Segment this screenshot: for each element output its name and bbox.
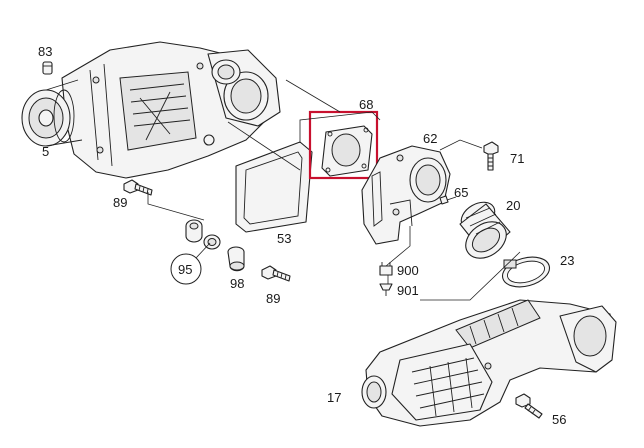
label-900: 900 bbox=[397, 263, 419, 278]
label-5: 5 bbox=[42, 144, 49, 159]
part-labels: 83 5 89 98 89 53 68 62 71 65 20 23 900 9… bbox=[38, 44, 574, 427]
label-89-lower: 89 bbox=[266, 291, 280, 306]
label-71: 71 bbox=[510, 151, 524, 166]
label-901: 901 bbox=[397, 283, 419, 298]
part-56-bolt[interactable] bbox=[515, 393, 543, 419]
part-89-bolt-lower[interactable] bbox=[261, 265, 291, 282]
part-71-bolt[interactable] bbox=[483, 141, 499, 171]
part-20-sleeve[interactable] bbox=[456, 197, 513, 266]
label-95: 95 bbox=[178, 262, 192, 277]
part-95-sleeve[interactable] bbox=[185, 219, 203, 243]
part-98-cap[interactable] bbox=[227, 246, 245, 272]
label-53: 53 bbox=[277, 231, 291, 246]
part-62-throttle-body[interactable] bbox=[361, 145, 451, 245]
label-65: 65 bbox=[454, 185, 468, 200]
part-5-supercharger[interactable] bbox=[21, 41, 281, 179]
label-95-circle: 95 bbox=[170, 253, 202, 285]
leader-lines bbox=[147, 79, 521, 301]
highlight-box bbox=[308, 110, 379, 180]
label-68: 68 bbox=[359, 97, 373, 112]
label-20: 20 bbox=[506, 198, 520, 213]
label-98: 98 bbox=[230, 276, 244, 291]
label-56: 56 bbox=[552, 412, 566, 427]
label-17: 17 bbox=[327, 390, 341, 405]
part-83-plug[interactable] bbox=[42, 61, 53, 75]
part-900-connector[interactable] bbox=[379, 262, 393, 276]
label-89-upper: 89 bbox=[113, 195, 127, 210]
label-62: 62 bbox=[423, 131, 437, 146]
part-68-gasket[interactable] bbox=[321, 125, 373, 177]
part-23-clamp[interactable] bbox=[499, 252, 553, 291]
part-17-intake-assembly[interactable] bbox=[361, 299, 617, 427]
label-83: 83 bbox=[38, 44, 52, 59]
part-53-gasket[interactable] bbox=[235, 141, 313, 233]
label-23: 23 bbox=[560, 253, 574, 268]
part-65-screw[interactable] bbox=[439, 195, 457, 205]
part-901-fitting[interactable] bbox=[379, 283, 393, 296]
part-89-bolt-upper[interactable] bbox=[123, 179, 153, 196]
